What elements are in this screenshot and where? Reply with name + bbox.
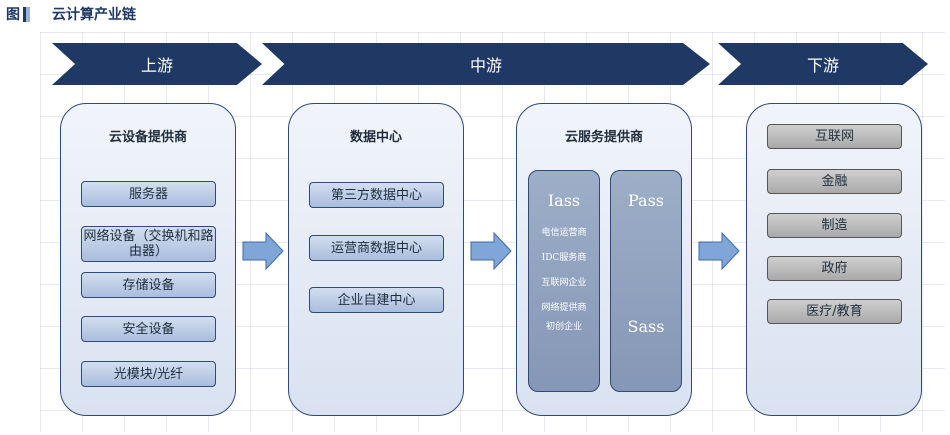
item-enterprise-dc: 企业自建中心: [309, 287, 444, 313]
panel-downstream-industries: 互联网 金融 制造 政府 医疗/教育: [746, 103, 922, 416]
column-iass: Iass 电信运营商 IDC服务商 互联网企业 网络提供商 初创企业: [528, 170, 600, 392]
stage-downstream: 下游: [718, 43, 928, 85]
column-label: Iass: [547, 191, 581, 210]
item-storage: 存储设备: [81, 272, 216, 298]
sub-label: 初创企业: [545, 322, 582, 332]
flow-arrow-icon: [242, 232, 284, 270]
sub-label: 电信运营商: [541, 228, 587, 238]
figure-title: 图 云计算产业链: [6, 4, 136, 24]
item-operator-dc: 运营商数据中心: [309, 235, 444, 261]
item-optical: 光模块/光纤: [81, 361, 216, 387]
title-bar-icon: [23, 6, 30, 22]
column-pass-sass: Pass Sass: [610, 170, 682, 392]
panel-cloud-equipment-providers: 云设备提供商 服务器 网络设备（交换机和路由器） 存储设备 安全设备 光模块/光…: [60, 103, 236, 416]
item-security: 安全设备: [81, 316, 216, 342]
panel-title: 云服务提供商: [564, 130, 643, 145]
sub-label: 互联网企业: [541, 278, 587, 288]
sub-label: IDC服务商: [541, 253, 587, 263]
column-label: Sass: [627, 317, 665, 336]
sub-label: 网络提供商: [541, 303, 587, 313]
item-servers: 服务器: [81, 181, 216, 207]
figure-title-text: 云计算产业链: [52, 7, 136, 23]
item-government: 政府: [767, 256, 902, 281]
figure-label: 图: [6, 7, 20, 23]
item-third-party-dc: 第三方数据中心: [309, 182, 444, 208]
stage-upstream: 上游: [52, 43, 262, 85]
item-manufacturing: 制造: [767, 213, 902, 238]
item-finance: 金融: [767, 169, 902, 194]
item-internet: 互联网: [767, 124, 902, 149]
column-label: Pass: [627, 191, 664, 210]
panel-cloud-service-providers: 云服务提供商 Iass 电信运营商 IDC服务商 互联网企业 网络提供商 初创企…: [516, 103, 692, 416]
stage-midstream: 中游: [262, 43, 710, 85]
flow-arrow-icon: [470, 232, 512, 270]
item-network-equipment: 网络设备（交换机和路由器）: [81, 226, 216, 262]
item-medical-education: 医疗/教育: [767, 299, 902, 324]
panel-data-centers: 数据中心 第三方数据中心 运营商数据中心 企业自建中心: [288, 103, 464, 416]
panel-title: 云设备提供商: [108, 130, 187, 145]
flow-arrow-icon: [698, 232, 740, 270]
panel-title: 数据中心: [349, 130, 402, 145]
